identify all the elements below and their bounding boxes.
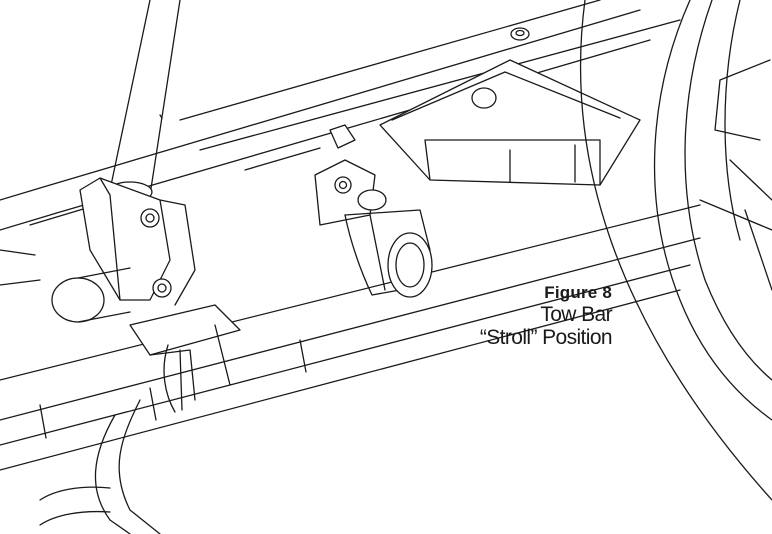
wheel bbox=[579, 0, 772, 501]
figure-title-line-2: “Stroll” Position bbox=[479, 326, 613, 349]
center-pin-clamp bbox=[314, 124, 433, 298]
cross-tube bbox=[0, 204, 701, 471]
foot-rest-cup bbox=[379, 59, 641, 186]
figure-number: Figure 8 bbox=[544, 283, 612, 302]
bolt-nut bbox=[510, 27, 530, 41]
left-mount-bracket bbox=[79, 177, 196, 306]
tube-end-cap bbox=[51, 267, 131, 323]
lower-hoop-tube bbox=[39, 399, 161, 534]
figure-title-line-1: Tow Bar bbox=[540, 303, 612, 326]
left-clamp-band bbox=[129, 304, 241, 413]
figure-caption: Figure 8 Tow Bar “Stroll” Position bbox=[479, 283, 613, 349]
body-lower-edges bbox=[0, 249, 41, 286]
tow-bar-arm bbox=[107, 0, 181, 203]
